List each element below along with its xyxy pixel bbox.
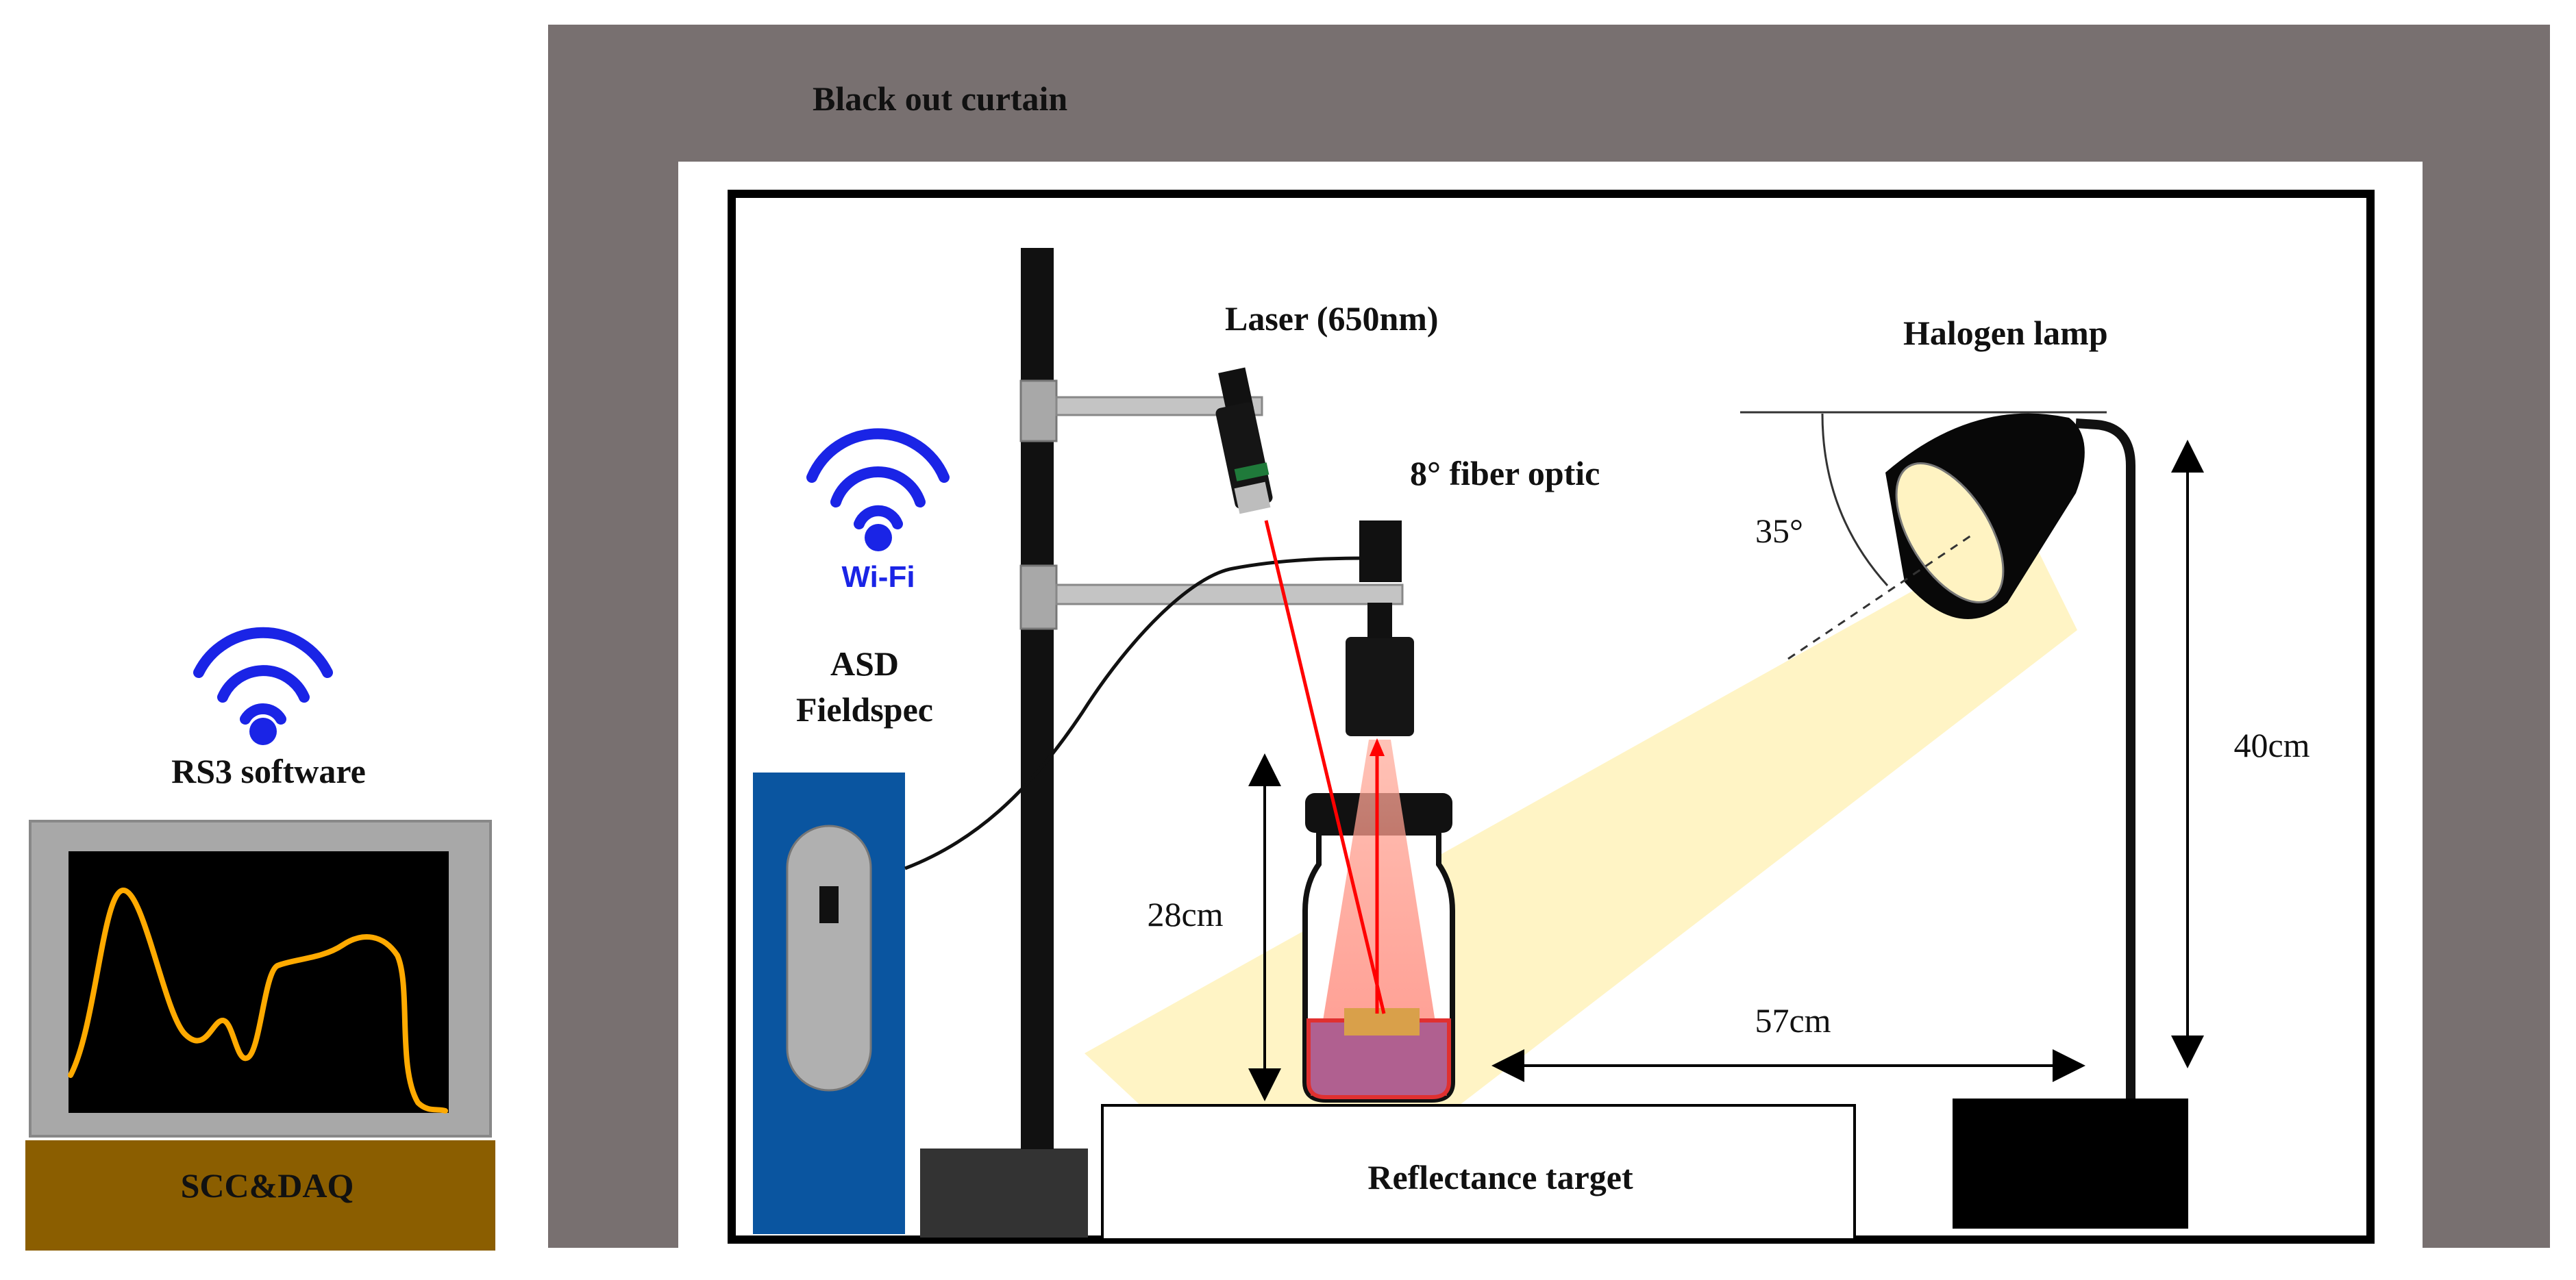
- fiber-optic-probe-head: [1359, 520, 1402, 582]
- fiber-optic-label: 8° fiber optic: [1410, 454, 1600, 492]
- laser-device: [1215, 367, 1273, 514]
- desk: [25, 1140, 495, 1251]
- lamp-stand: [2075, 418, 2135, 1099]
- asd-fieldspec-panel: [786, 825, 872, 1092]
- lamp-axis-line: [1787, 533, 1974, 660]
- laser-clamp: [1019, 379, 1058, 442]
- reflectance-target-label: Reflectance target: [1367, 1158, 1633, 1196]
- fiber-cable: [904, 556, 1371, 870]
- laser-label: Laser (650nm): [1225, 299, 1439, 338]
- wifi-label: Wi-Fi: [841, 560, 915, 594]
- angle-label: 35°: [1755, 512, 1803, 550]
- scc-daq-label: SCC&DAQ: [181, 1166, 354, 1205]
- wifi-icon: [193, 627, 333, 745]
- distance-lamp-label: 57cm: [1755, 1001, 1831, 1040]
- halogen-lamp-label: Halogen lamp: [1903, 314, 2108, 352]
- asd-label-line1: ASD: [830, 644, 899, 683]
- lamp-shade: [1885, 413, 2085, 619]
- blackout-curtain: [548, 25, 2550, 1248]
- asd-label-line2: Fieldspec: [796, 690, 933, 729]
- fiber-optic-probe-body: [1346, 637, 1414, 736]
- height-lamp-label: 40cm: [2233, 726, 2309, 764]
- enclosure: [728, 190, 2375, 1244]
- angle-arc: [1821, 413, 1889, 587]
- fiber-clamp: [1019, 564, 1058, 630]
- lamp-base: [1953, 1099, 2188, 1229]
- reflectance-target: [1101, 1104, 1856, 1241]
- fiber-arm: [1055, 583, 1404, 605]
- spectrum-trace: [68, 888, 448, 1114]
- rs3-software-label: RS3 software: [171, 752, 366, 790]
- wifi-icon: [806, 428, 950, 551]
- curtain-label: Black out curtain: [813, 79, 1067, 118]
- laser-beam: [1264, 520, 1386, 1014]
- stand-base: [920, 1149, 1088, 1238]
- height-probe-label: 28cm: [1147, 895, 1223, 933]
- fiber-optic-probe-neck: [1367, 603, 1392, 638]
- asd-fieldspec-port: [819, 886, 839, 923]
